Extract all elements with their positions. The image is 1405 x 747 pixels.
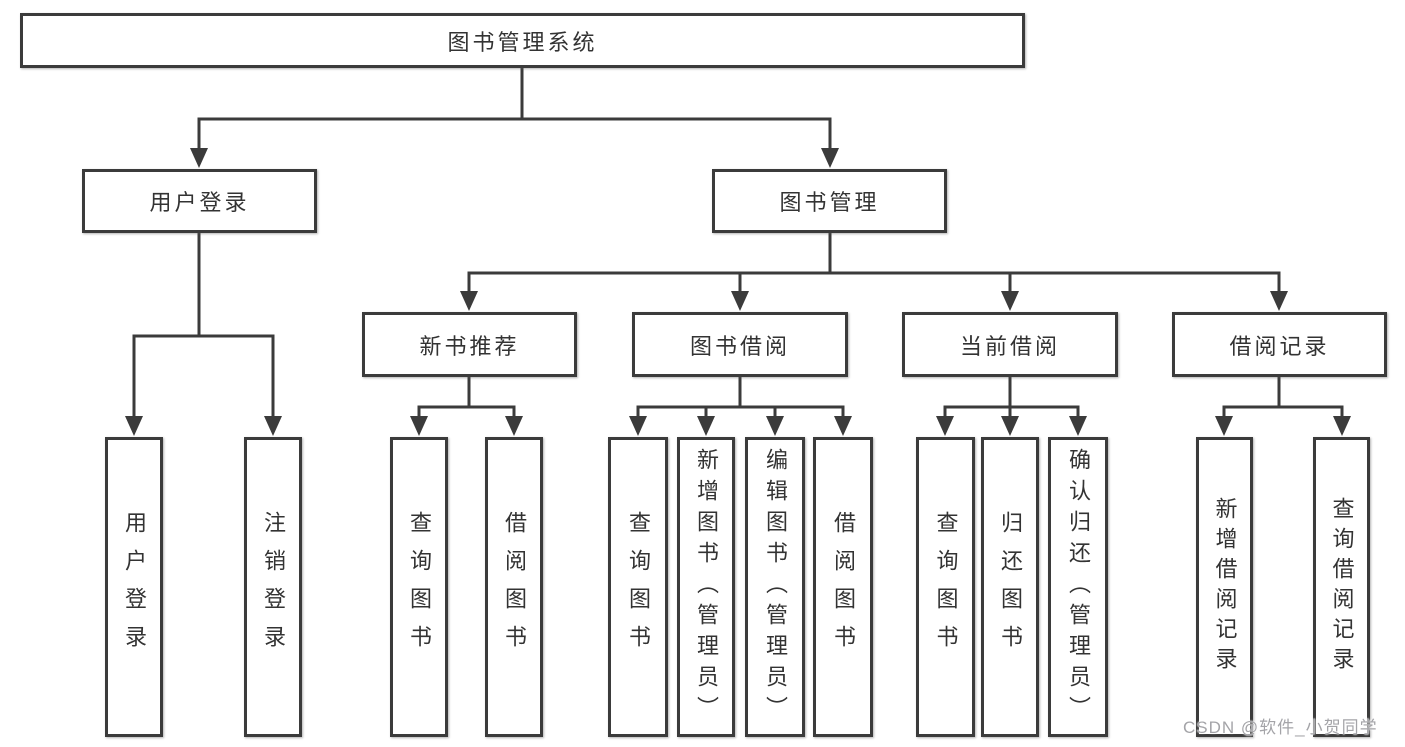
node-new-book-recommendation: 新书推荐: [362, 312, 577, 377]
leaf-add-books-admin: 新增图书（管理员）: [677, 437, 735, 737]
node-book-management-branch: 图书管理: [712, 169, 947, 233]
leaf-return-books: 归还图书: [981, 437, 1039, 737]
leaf-query-borrow-record: 查询借阅记录: [1313, 437, 1370, 737]
node-current-borrowing: 当前借阅: [902, 312, 1118, 377]
node-user-login-branch: 用户登录: [82, 169, 317, 233]
leaf-add-borrow-record: 新增借阅记录: [1196, 437, 1253, 737]
leaf-borrow-books: 借阅图书: [813, 437, 873, 737]
leaf-confirm-return-admin: 确认归还（管理员）: [1048, 437, 1108, 737]
node-borrowing-records: 借阅记录: [1172, 312, 1387, 377]
node-library-management-system: 图书管理系统: [20, 13, 1025, 68]
leaf-query-books-recommend: 查询图书: [390, 437, 448, 737]
leaf-query-books-borrow: 查询图书: [608, 437, 668, 737]
csdn-watermark: CSDN @软件_小贺同学: [1183, 718, 1378, 737]
leaf-query-books-current: 查询图书: [916, 437, 975, 737]
leaf-edit-books-admin: 编辑图书（管理员）: [745, 437, 805, 737]
leaf-user-login: 用户登录: [105, 437, 163, 737]
leaf-logout: 注销登录: [244, 437, 302, 737]
arrowheads: [125, 148, 1351, 436]
leaf-borrow-books-recommend: 借阅图书: [485, 437, 543, 737]
node-book-borrowing: 图书借阅: [632, 312, 848, 377]
